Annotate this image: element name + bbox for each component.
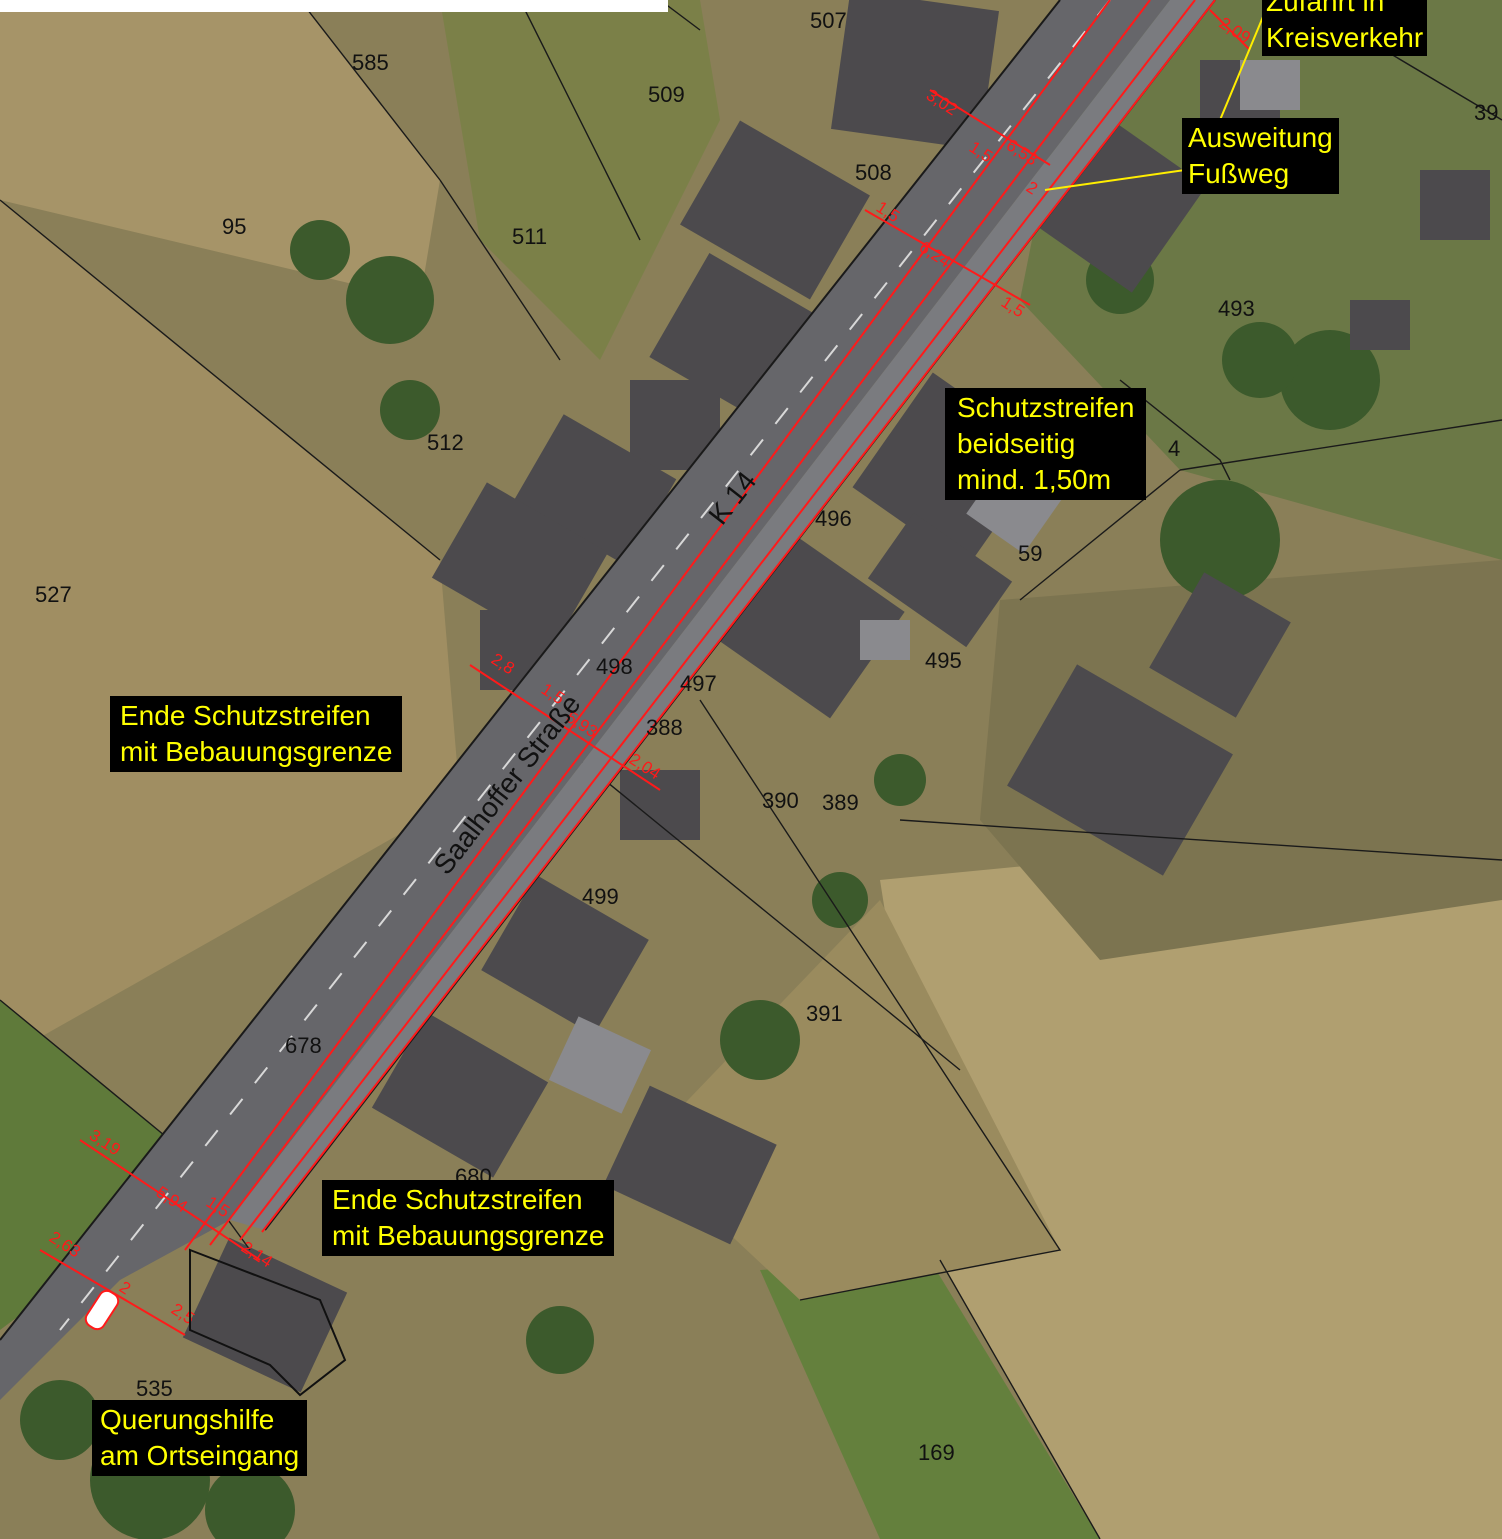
parcel-585: 585: [352, 50, 389, 75]
leader-lines: [1044, 0, 1271, 191]
dim-653: 6,53: [1003, 135, 1041, 169]
parcel-390: 390: [762, 788, 799, 813]
dimension-labels: 3,02 1,5 6,53 2 1,5 6,24 1,5 2,09 2,8 1,…: [46, 13, 1254, 1328]
strip-line-outer: [261, 0, 1216, 1233]
parcel-4: 4: [1168, 436, 1181, 461]
callout-ausweitung-line2: Fußweg: [1188, 158, 1290, 189]
callout-ende-schutzstreifen-left: Ende Schutzstreifen mit Bebauungsgrenze: [110, 696, 403, 772]
parcel-508: 508: [855, 160, 892, 185]
parcel-391: 391: [806, 1001, 843, 1026]
dim-28: 2,8: [488, 649, 518, 678]
parcel-498: 498: [596, 654, 633, 679]
dim-25: 2,5: [168, 1299, 198, 1328]
crossing-island: [84, 1289, 120, 1331]
parcel-169: 169: [918, 1440, 955, 1465]
callout-ausweitung-line1: Ausweitung: [1188, 122, 1333, 153]
field-crop-bottom: [760, 1260, 1100, 1539]
parcel-509: 509: [648, 82, 685, 107]
parcel-527: 527: [35, 582, 72, 607]
strip-line-center: [209, 0, 1151, 1246]
dim-2-a: 2: [1023, 177, 1041, 198]
parcel-496: 496: [815, 506, 852, 531]
callout-ende-schutzstreifen-bottom: Ende Schutzstreifen mit Bebauungsgrenze: [322, 1180, 615, 1256]
parcel-497: 497: [680, 671, 717, 696]
dim-15-a: 1,5: [966, 137, 996, 166]
map-frame-top: [0, 0, 668, 12]
field-crop-left: [0, 1000, 170, 1330]
parcel-511: 511: [512, 224, 548, 249]
callout-zufahrt-kreisverkehr: Zufahrt in Kreisverkehr: [1262, 0, 1428, 56]
parcel-499: 499: [582, 884, 619, 909]
protection-strip-lines: [184, 0, 1216, 1251]
parcel-507: 507: [810, 8, 847, 33]
callout-ende-left-line2: mit Bebauungsgrenze: [120, 736, 393, 767]
field-527: [0, 200, 460, 1060]
parcel-678: 678: [285, 1033, 322, 1058]
callout-schutzstreifen-line1: Schutzstreifen: [957, 392, 1135, 423]
parcel-493: 493: [1218, 296, 1255, 321]
dim-15-c: 1,5: [998, 292, 1028, 321]
parcel-95: 95: [222, 214, 247, 239]
dim-209: 2,09: [1216, 13, 1254, 47]
parcel-535: 535: [136, 1376, 173, 1401]
field-169: [880, 820, 1502, 1539]
callout-querungshilfe: Querungshilfe am Ortseingang: [92, 1400, 308, 1476]
parcel-59: 59: [1018, 541, 1043, 566]
callout-ende-left-line1: Ende Schutzstreifen: [120, 700, 371, 731]
callout-querung-line1: Querungshilfe: [100, 1404, 275, 1435]
parcel-495: 495: [925, 648, 962, 673]
dim-15-e: 1,5: [203, 1192, 233, 1221]
callout-zufahrt-line2: Kreisverkehr: [1266, 22, 1424, 53]
parcel-388: 388: [646, 715, 683, 740]
parcel-389: 389: [822, 790, 859, 815]
parcel-512: 512: [427, 430, 464, 455]
strip-line-right: [239, 0, 1196, 1241]
callout-ausweitung-fussweg: Ausweitung Fußweg: [1182, 118, 1339, 194]
callout-ende-bottom-line2: mit Bebauungsgrenze: [332, 1220, 605, 1251]
callout-ende-bottom-line1: Ende Schutzstreifen: [332, 1184, 583, 1215]
callout-querung-line2: am Ortseingang: [100, 1440, 300, 1471]
dim-214: 2,14: [238, 1237, 276, 1271]
parcel-39: 39: [1474, 100, 1499, 125]
road-surface: [0, 0, 1170, 1400]
strip-line-left: [184, 0, 1111, 1251]
dim-15-b: 1,5: [873, 197, 903, 226]
callout-zufahrt-line1: Zufahrt in: [1266, 0, 1385, 17]
callout-schutzstreifen-line2: beidseitig: [957, 428, 1076, 459]
callout-schutzstreifen-line3: mind. 1,50m: [957, 464, 1112, 495]
dim-319: 3,19: [86, 1125, 124, 1159]
callout-schutzstreifen: Schutzstreifen beidseitig mind. 1,50m: [945, 388, 1147, 500]
dim-302: 3,02: [923, 85, 961, 119]
